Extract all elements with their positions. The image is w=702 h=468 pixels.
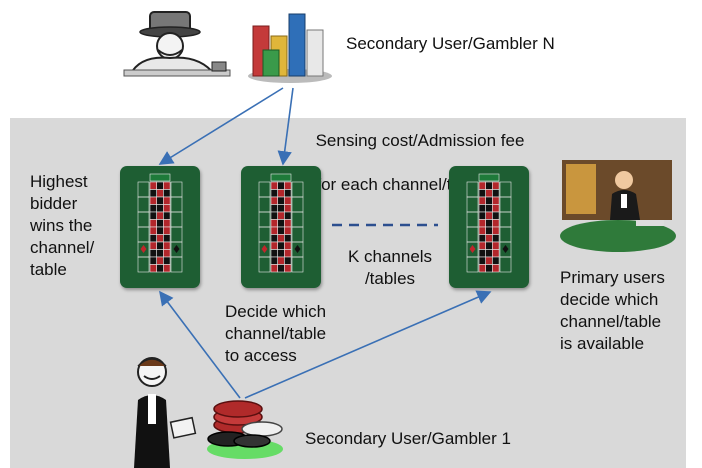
roulette-table-k [449, 166, 529, 288]
arrow-gambler1-to-tablek [244, 290, 492, 399]
k-channels-label: K channels /tables [347, 247, 433, 288]
arrow-gamblerN-to-table1 [158, 87, 284, 165]
chip-stacks-icon [248, 13, 332, 83]
dealer-icon [560, 160, 676, 252]
bottom-user-label: Secondary User/Gambler 1 [305, 429, 511, 448]
bottom-chips-icon [207, 400, 283, 459]
ellipsis-dashes [332, 223, 438, 227]
decide-which-label: Decide which channel/table to access [225, 302, 327, 365]
roulette-table-2 [241, 166, 321, 288]
highest-bidder-label: Highest bidder wins the channel/ table [30, 172, 95, 279]
roulette-layout-icon [137, 173, 183, 273]
roulette-layout-icon [466, 173, 512, 273]
top-user-label: Secondary User/Gambler N [346, 34, 555, 53]
roulette-layout-icon [258, 173, 304, 273]
arrow-gamblerN-to-table2 [277, 87, 294, 166]
top-gambler-icon [123, 11, 231, 77]
arrow-gambler1-to-table1 [159, 290, 241, 399]
roulette-table-1 [120, 166, 200, 288]
bottom-gambler-icon [134, 357, 197, 468]
primary-users-label: Primary users decide which channel/table… [560, 268, 665, 353]
sensing-cost-line1: Sensing cost/Admission fee [315, 131, 525, 150]
